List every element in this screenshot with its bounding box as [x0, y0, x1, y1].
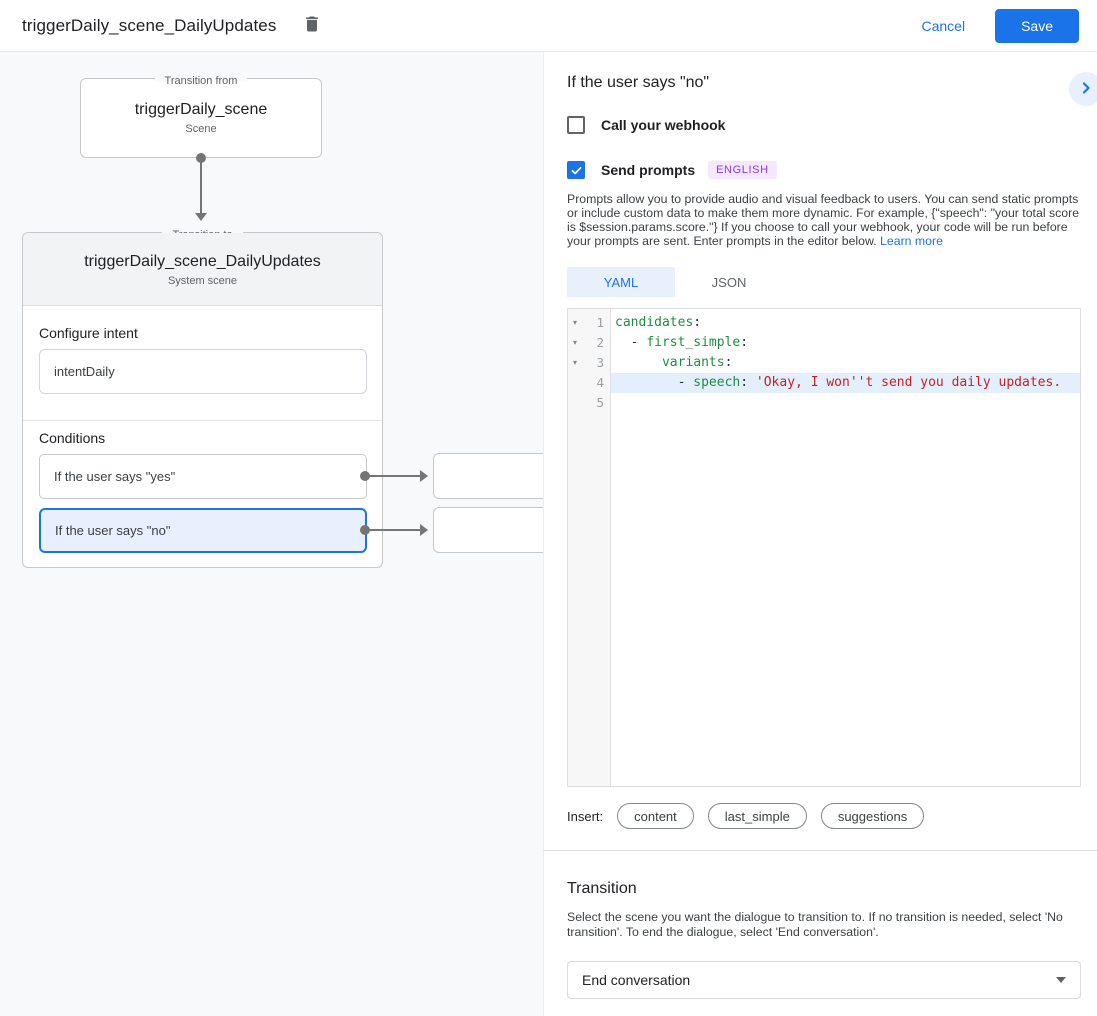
line-number: 5	[596, 395, 604, 410]
from-scene-type: Scene	[185, 123, 217, 135]
code-line[interactable]: - first_simple:	[611, 333, 1080, 353]
insert-row: Insert: content last_simple suggestions	[567, 803, 1080, 829]
checkbox-checked-icon[interactable]	[567, 161, 585, 179]
gutter-row: 4	[568, 373, 610, 393]
checkbox-unchecked-icon[interactable]	[567, 116, 585, 134]
arrowhead-right-icon	[420, 524, 428, 536]
code-token-plain	[615, 355, 662, 370]
code-line-highlighted[interactable]: - speech: 'Okay, I won''t send you daily…	[611, 373, 1080, 393]
transition-select[interactable]: End conversation	[567, 961, 1081, 999]
save-button[interactable]: Save	[995, 8, 1079, 43]
gutter-row[interactable]: ▾3	[568, 353, 610, 373]
dropdown-caret-icon	[1056, 977, 1066, 983]
code-token-key: speech	[693, 375, 741, 390]
from-scene-name: triggerDaily_scene	[134, 101, 268, 118]
connector-dot	[360, 471, 370, 481]
transition-to-node[interactable]: Transition to triggerDaily_scene_DailyUp…	[22, 228, 383, 568]
fold-arrow-icon[interactable]: ▾	[572, 338, 577, 347]
transition-target-no[interactable]	[433, 507, 543, 553]
send-prompts-label: Send prompts	[601, 162, 696, 178]
scene-graph-canvas: Transition from triggerDaily_scene Scene…	[0, 52, 543, 1016]
transition-selected-value: End conversation	[582, 972, 691, 988]
insert-chip-content[interactable]: content	[617, 803, 694, 829]
to-scene-name: triggerDaily_scene_DailyUpdates	[84, 253, 321, 270]
editor-format-tabs: YAML JSON	[567, 267, 1080, 297]
configure-intent-label: Configure intent	[39, 325, 138, 341]
collapse-panel-button[interactable]	[1069, 72, 1097, 106]
connector-line-vertical	[200, 158, 202, 214]
tab-yaml[interactable]: YAML	[567, 267, 675, 297]
prompts-description-text: Prompts allow you to provide audio and v…	[567, 192, 1080, 248]
arrowhead-down-icon	[195, 213, 207, 221]
code-token-punc: -	[677, 375, 694, 390]
trash-icon	[302, 14, 322, 37]
connector-line-no	[369, 529, 421, 531]
gutter-row[interactable]: ▾1	[568, 313, 610, 333]
code-token-punc: :	[740, 375, 749, 390]
condition-row-no-selected[interactable]: If the user says "no"	[39, 508, 367, 553]
connector-dot	[360, 525, 370, 535]
learn-more-link[interactable]: Learn more	[880, 234, 943, 248]
chevron-right-icon	[1078, 80, 1094, 99]
gutter-row[interactable]: ▾2	[568, 333, 610, 353]
connector-line-yes	[369, 475, 421, 477]
language-badge: ENGLISH	[708, 161, 777, 179]
page-title: triggerDaily_scene_DailyUpdates	[22, 15, 277, 35]
insert-chip-suggestions[interactable]: suggestions	[820, 803, 925, 829]
code-token-punc: :	[724, 355, 733, 370]
transition-from-legend: Transition from	[81, 71, 321, 89]
line-number: 2	[596, 335, 604, 350]
transition-heading: Transition	[567, 880, 637, 897]
arrowhead-right-icon	[420, 470, 428, 482]
code-token-key: first_simple	[646, 335, 741, 350]
delete-button[interactable]	[298, 12, 326, 40]
fold-arrow-icon[interactable]: ▾	[572, 318, 577, 327]
line-number: 3	[596, 355, 604, 370]
transition-description: Select the scene you want the dialogue t…	[567, 910, 1063, 939]
to-scene-type: System scene	[167, 275, 238, 287]
section-divider	[23, 420, 382, 421]
line-number: 1	[596, 315, 604, 330]
panel-divider	[543, 850, 1097, 851]
insert-label: Insert:	[567, 808, 604, 824]
code-line[interactable]: candidates:	[611, 313, 1080, 333]
to-scene-header: triggerDaily_scene_DailyUpdates System s…	[23, 233, 382, 306]
condition-detail-panel: If the user says "no" Call your webhook …	[543, 52, 1097, 1016]
code-token-string: 'Okay, I won''t send you daily updates.	[755, 375, 1062, 390]
code-token-punc: -	[630, 335, 647, 350]
webhook-checkbox-row[interactable]: Call your webhook	[567, 116, 1080, 134]
webhook-label: Call your webhook	[601, 117, 726, 133]
fold-arrow-icon[interactable]: ▾	[572, 358, 577, 367]
tab-json[interactable]: JSON	[711, 274, 747, 290]
code-token-key: candidates	[615, 315, 694, 330]
code-line[interactable]	[611, 393, 1080, 413]
condition-row-yes[interactable]: If the user says "yes"	[39, 454, 367, 499]
send-prompts-checkbox-row[interactable]: Send prompts ENGLISH	[567, 161, 1080, 179]
transition-from-node[interactable]: Transition from triggerDaily_scene Scene	[80, 74, 322, 158]
cancel-button[interactable]: Cancel	[905, 10, 981, 42]
line-number: 4	[596, 375, 604, 390]
prompts-description: Prompts allow you to provide audio and v…	[567, 192, 1080, 248]
code-line[interactable]: variants:	[611, 353, 1080, 373]
code-token-plain	[615, 335, 631, 350]
code-token-punc: :	[740, 335, 749, 350]
conditions-label: Conditions	[39, 430, 106, 446]
insert-chip-last-simple[interactable]: last_simple	[707, 803, 807, 829]
code-token-plain	[748, 375, 756, 390]
intent-field[interactable]: intentDaily	[39, 349, 367, 394]
transition-target-yes[interactable]	[433, 453, 543, 499]
code-token-punc: :	[693, 315, 702, 330]
panel-title: If the user says "no"	[567, 74, 710, 91]
code-token-plain	[615, 375, 678, 390]
code-token-key: variants	[661, 355, 725, 370]
top-bar: triggerDaily_scene_DailyUpdates Cancel S…	[0, 0, 1097, 52]
gutter-row: 5	[568, 393, 610, 413]
editor-code-area[interactable]: candidates: - first_simple: variants: - …	[611, 309, 1080, 786]
